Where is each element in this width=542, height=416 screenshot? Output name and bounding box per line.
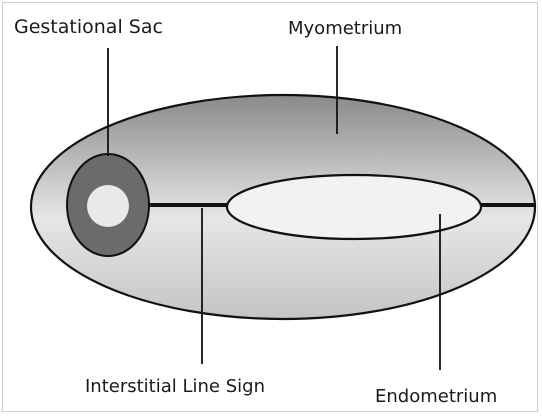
- gestational-sac-inner: [87, 185, 129, 227]
- endometrium: [227, 175, 481, 239]
- label-gestational-sac: Gestational Sac: [14, 18, 163, 37]
- label-endometrium: Endometrium: [375, 388, 497, 406]
- label-myometrium: Myometrium: [288, 20, 402, 38]
- label-interstitial-line-sign: Interstitial Line Sign: [85, 378, 265, 396]
